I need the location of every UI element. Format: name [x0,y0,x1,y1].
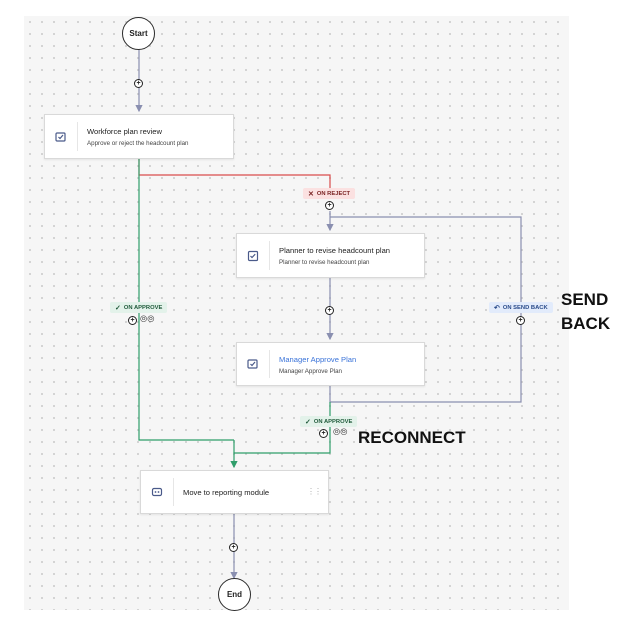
node-subtitle: Planner to revise headcount plan [279,259,370,266]
badge-label: ON SEND BACK [502,304,548,311]
divider [269,241,270,270]
manager-approve-node[interactable]: Manager Approve Plan Manager Approve Pla… [236,342,425,386]
reconnect-link-icon[interactable]: ⦾⦾ [333,427,348,437]
badge-label: ON APPROVE [123,304,163,311]
badge-label: ON APPROVE [313,418,353,425]
planner-revise-node[interactable]: Planner to revise headcount plan Planner… [236,233,425,278]
send-back-annotation: SEND BACK [561,288,610,336]
add-step-button[interactable]: + [128,316,137,325]
check-icon: ✓ [305,418,311,426]
divider [77,122,78,151]
add-step-button[interactable]: + [134,79,143,88]
divider [173,478,174,506]
node-title: Workforce plan review [87,127,162,136]
on-reject-badge[interactable]: ✕ ON REJECT [303,188,356,199]
start-node[interactable]: Start [122,17,155,50]
divider [269,350,270,378]
robot-icon [149,484,165,500]
end-node[interactable]: End [218,578,251,611]
node-subtitle: Manager Approve Plan [279,368,342,375]
add-step-button[interactable]: + [325,306,334,315]
reconnect-link-icon[interactable]: ⦾⦾ [140,314,155,324]
approval-icon [53,129,69,145]
connector-send-back [329,216,522,403]
node-subtitle: Approve or reject the headcount plan [87,140,189,147]
add-step-button[interactable]: + [516,316,525,325]
node-title: Move to reporting module [183,488,270,497]
check-icon: ✓ [115,304,121,312]
workforce-plan-review-node[interactable]: Workforce plan review Approve or reject … [44,114,234,159]
move-to-reporting-node[interactable]: Move to reporting module ⋮⋮ [140,470,329,514]
end-label: End [226,590,243,599]
on-send-back-badge[interactable]: ↶ ON SEND BACK [489,302,553,313]
reconnect-annotation: RECONNECT [358,428,466,447]
add-step-button[interactable]: + [325,201,334,210]
annotation-line: SEND [561,290,609,309]
add-step-button[interactable]: + [319,429,328,438]
badge-label: ON REJECT [316,190,351,197]
node-title[interactable]: Manager Approve Plan [279,355,357,364]
approval-icon [245,356,261,372]
task-icon [245,248,261,264]
node-title: Planner to revise headcount plan [279,246,391,255]
annotation-line: BACK [561,314,611,333]
undo-icon: ↶ [494,304,500,312]
close-icon: ✕ [308,190,314,198]
on-approve-badge[interactable]: ✓ ON APPROVE [300,416,358,427]
drag-handle-icon[interactable]: ⋮⋮ [307,487,322,496]
start-label: Start [129,29,148,38]
connector-reject [138,159,331,189]
add-step-button[interactable]: + [229,543,238,552]
on-approve-badge[interactable]: ✓ ON APPROVE [110,302,168,313]
connector-approve-left [138,159,234,441]
connector-approve-bottom [230,402,331,469]
